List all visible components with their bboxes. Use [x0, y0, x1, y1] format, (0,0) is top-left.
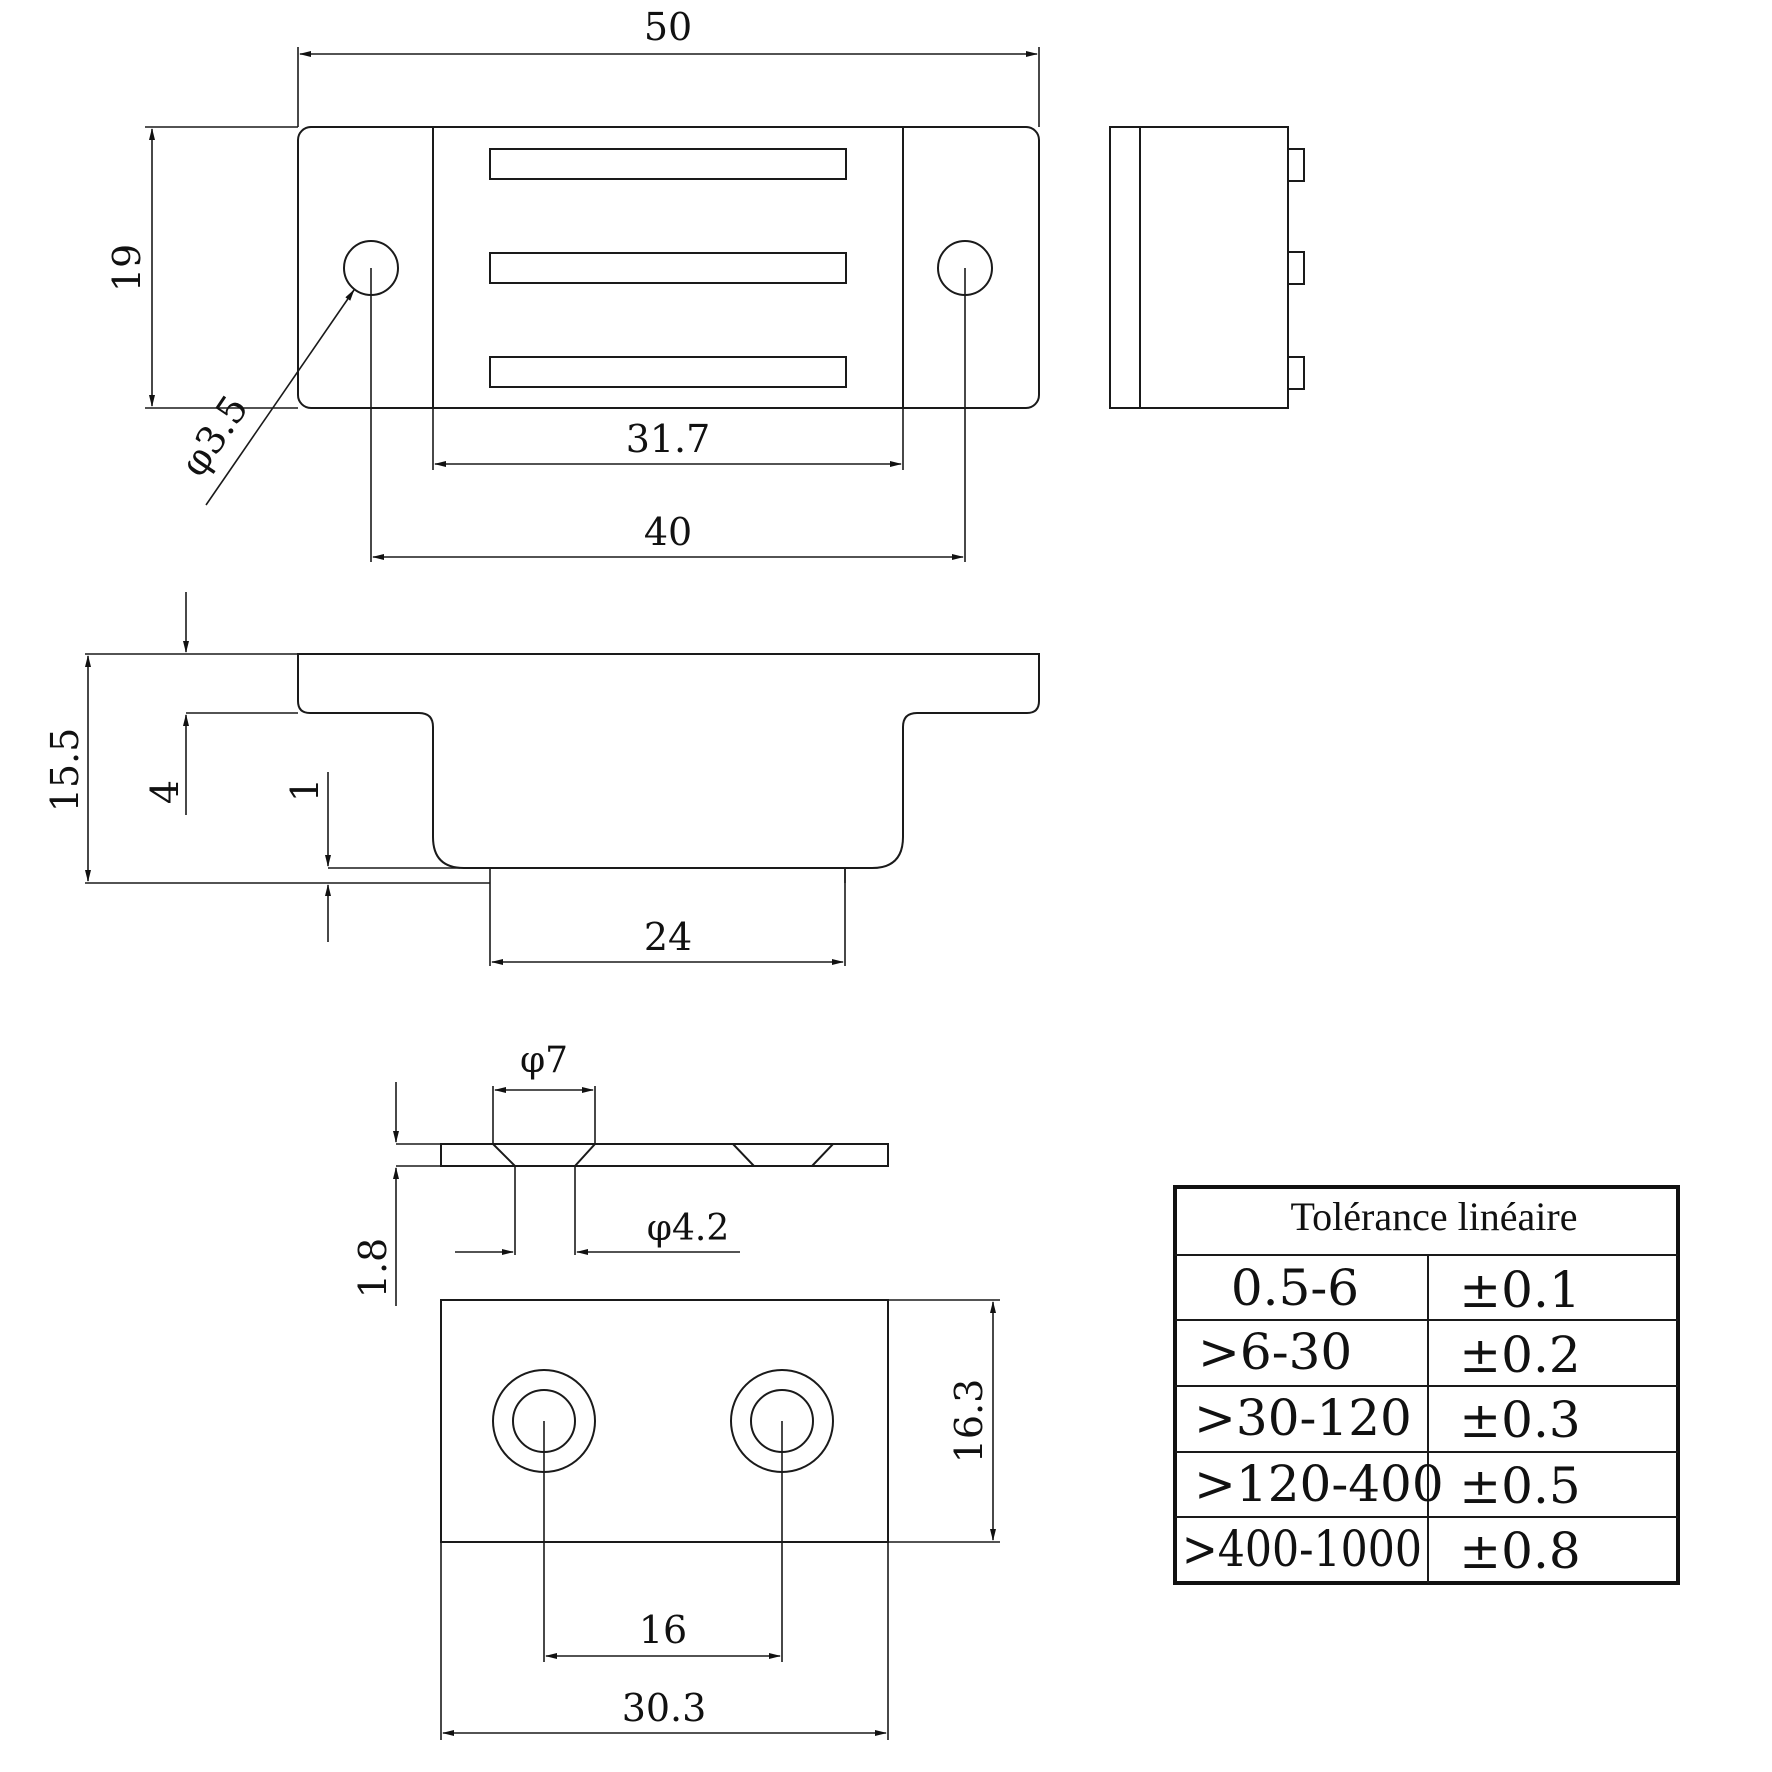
- tolerance-table: Tolérance linéaire 0.5-6 ±0.1 >6-30 ±0.2…: [1173, 1185, 1680, 1585]
- dim-plate-hole-spacing: 16: [639, 1608, 687, 1652]
- dim-top-height: 19: [105, 244, 149, 292]
- tolerance-value-4: ±0.5: [1459, 1457, 1580, 1515]
- tolerance-range-2: >6-30: [1198, 1323, 1352, 1381]
- slot-1: [489, 148, 847, 180]
- dim-plate-thickness: 1.8: [351, 1238, 395, 1298]
- dim-plate-height: 16.3: [947, 1379, 991, 1464]
- tolerance-range-1: 0.5-6: [1231, 1259, 1359, 1317]
- tolerance-value-2: ±0.2: [1459, 1326, 1580, 1384]
- plate-outline: [440, 1299, 889, 1543]
- plate-section-view: φ7 φ4.2 1.8: [351, 1040, 889, 1306]
- tolerance-value-3: ±0.3: [1459, 1391, 1580, 1449]
- dim-base-offset: 1: [283, 778, 327, 802]
- tolerance-value-1: ±0.1: [1459, 1261, 1580, 1319]
- plate-top-view: 16.3 16 30.3: [440, 1299, 1000, 1740]
- tolerance-range-4: >120-400: [1194, 1455, 1444, 1513]
- right-side-view: [1109, 126, 1305, 409]
- dim-inner-width: 31.7: [626, 417, 711, 461]
- side-tab-3: [1287, 356, 1305, 390]
- tolerance-range-3: >30-120: [1194, 1389, 1412, 1447]
- side-tab-2: [1287, 251, 1305, 285]
- side-view-outline: [1109, 126, 1289, 409]
- top-view: 50 19 φ3.5 31.7 40: [105, 5, 1040, 562]
- dim-flange-thickness: 4: [143, 780, 187, 804]
- dim-counterbore-diameter: φ7: [520, 1040, 568, 1081]
- tolerance-table-title: Tolérance linéaire: [1290, 1194, 1577, 1239]
- dim-hole-diameter: φ3.5: [172, 387, 257, 484]
- tolerance-value-5: ±0.8: [1459, 1522, 1580, 1580]
- slot-3: [489, 356, 847, 388]
- front-view-outline: [297, 653, 1040, 869]
- dim-plate-width: 30.3: [622, 1686, 707, 1730]
- dim-through-hole-diameter: φ4.2: [647, 1208, 729, 1249]
- front-view: 15.5 4 1 24: [43, 592, 1040, 966]
- tolerance-range-5: >400-1000: [1182, 1520, 1422, 1578]
- dim-top-width: 50: [644, 5, 692, 49]
- slot-2: [489, 252, 847, 284]
- dim-hole-spacing: 40: [644, 510, 692, 554]
- side-tab-1: [1287, 148, 1305, 182]
- top-view-outline: [297, 126, 1040, 409]
- dim-side-height: 15.5: [43, 728, 87, 813]
- dim-base-width: 24: [644, 915, 692, 959]
